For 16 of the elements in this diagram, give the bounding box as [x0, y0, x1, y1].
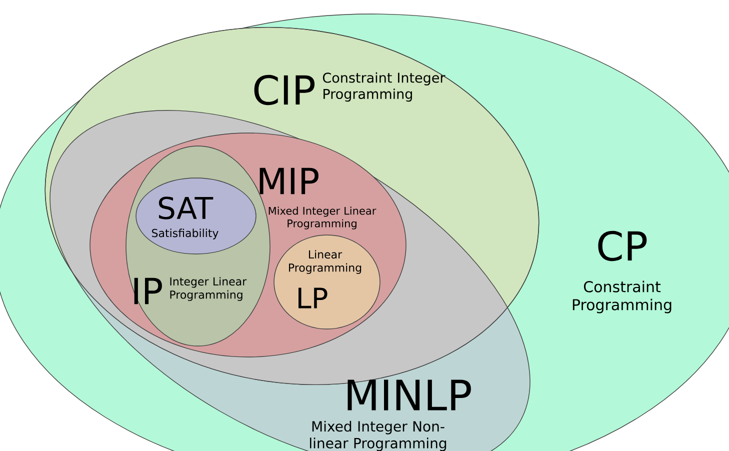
set-abbreviation: CP: [598, 230, 647, 262]
set-name: Satisfiability: [152, 228, 218, 240]
set-name: Mixed Integer Non-linear Programming: [310, 420, 446, 451]
set-abbreviation: LP: [298, 288, 328, 308]
set-abbreviation: IP: [134, 278, 162, 304]
set-name: Linear Programming: [289, 250, 362, 274]
set-name: Integer Linear Programming: [170, 277, 247, 301]
set-abbreviation: SAT: [158, 196, 214, 220]
set-abbreviation: CIP: [254, 74, 315, 106]
set-name: Constraint Integer Programming: [322, 72, 446, 102]
set-abbreviation: MINLP: [348, 380, 471, 410]
set-abbreviation: MIP: [260, 168, 318, 194]
set-ellipse: [274, 234, 380, 330]
set-name: Mixed Integer Linear Programming: [268, 206, 376, 230]
set-name: Constraint Programming: [572, 280, 672, 314]
set-ellipse: [136, 178, 256, 254]
